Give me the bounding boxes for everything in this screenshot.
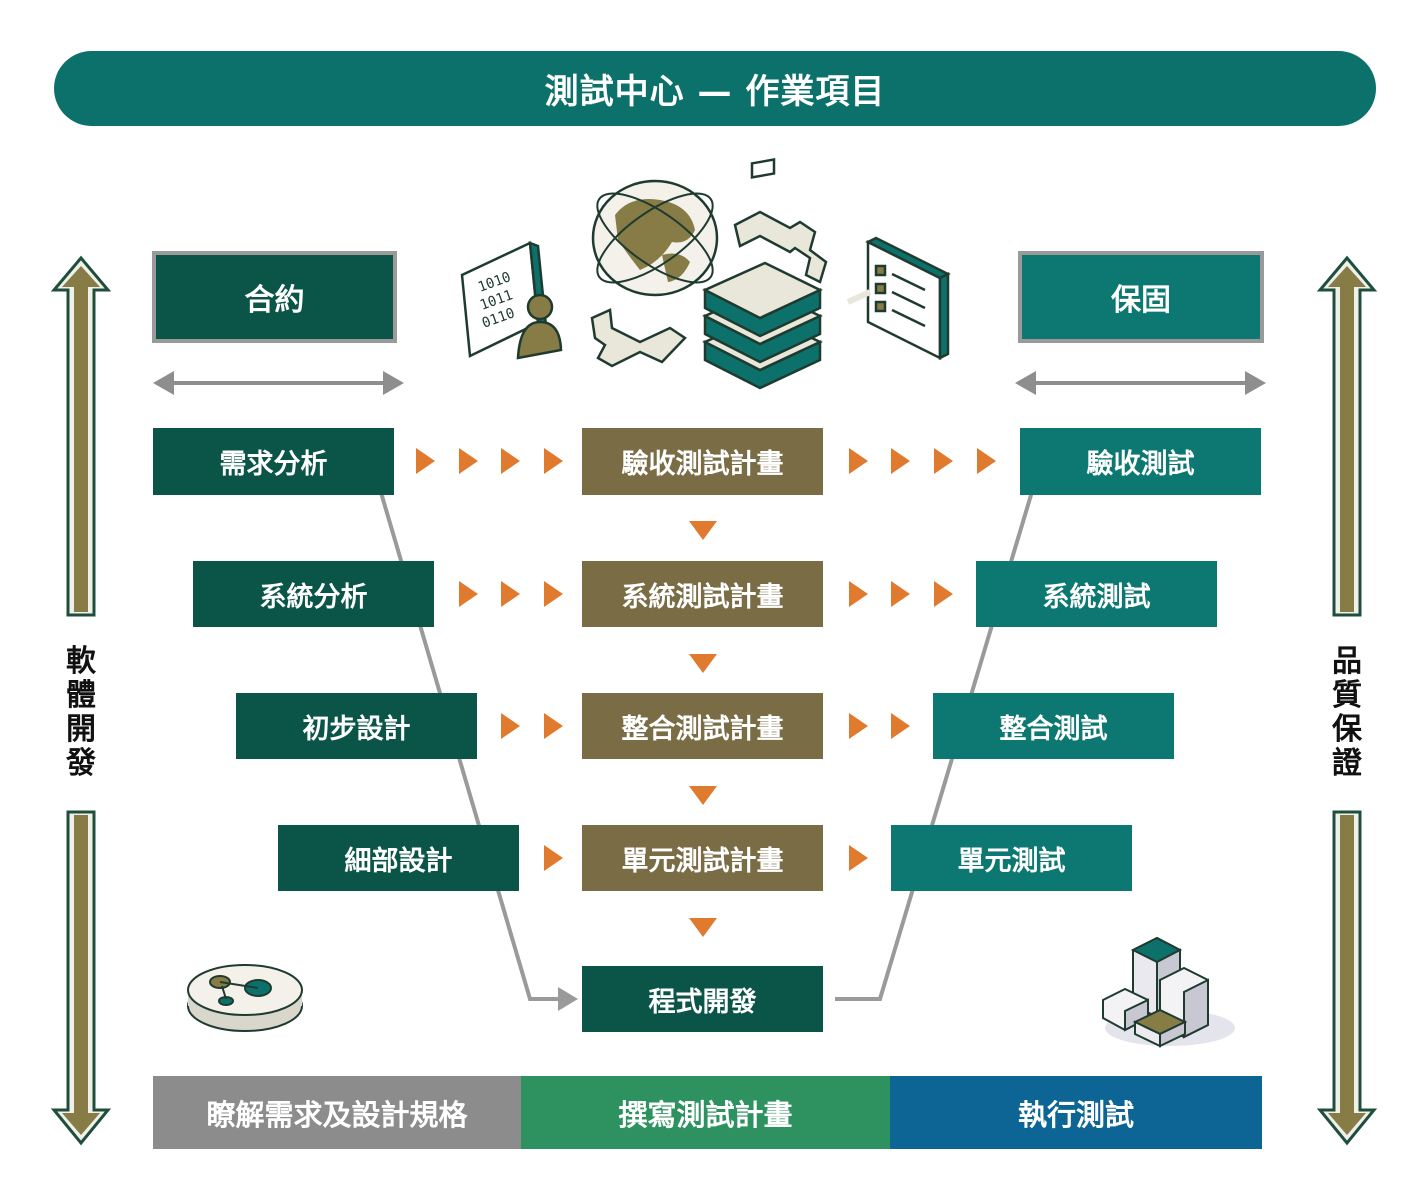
left-down-arrow [50, 810, 112, 1146]
globe-icon [591, 179, 719, 297]
left-side-label: 軟體開發 [66, 644, 96, 781]
plan-step-acceptance: 驗收測試計畫 [582, 428, 823, 495]
coding-step: 程式開發 [582, 966, 823, 1032]
test-step-acceptance: 驗收測試 [1020, 428, 1261, 495]
server-icon [702, 158, 823, 390]
right-up-arrow [1316, 255, 1378, 617]
right-side-label: 品質保證 [1332, 644, 1362, 781]
test-step-integration: 整合測試 [933, 693, 1174, 759]
test-step-unit: 單元測試 [891, 825, 1132, 891]
connector-icon [590, 210, 828, 368]
dev-step-system-analysis: 系統分析 [193, 561, 434, 627]
contract-span-arrow [153, 371, 404, 395]
flow-arrows-row2-left [459, 581, 563, 607]
warranty-span-arrow [1015, 371, 1266, 395]
contract-box: 合約 [152, 251, 397, 343]
right-down-arrow [1316, 810, 1378, 1146]
v-model-line-up [835, 464, 1042, 1001]
flow-arrows-row3-right [849, 713, 910, 739]
left-up-arrow [50, 255, 112, 617]
cubes-icon [1102, 936, 1235, 1048]
v-model-arrowhead-coding [558, 987, 578, 1011]
band-understand-requirements: 瞭解需求及設計規格 [153, 1076, 521, 1149]
flow-arrows-row4 [544, 845, 868, 871]
test-step-system: 系統測試 [976, 561, 1217, 627]
v-model-line-down [370, 461, 562, 1001]
band-write-test-plan: 撰寫測試計畫 [521, 1076, 890, 1149]
flow-arrows-row1-right [849, 448, 996, 474]
band-execute-tests: 執行測試 [890, 1076, 1262, 1149]
checklist-icon [846, 236, 951, 361]
flow-arrows-row2-right [849, 581, 953, 607]
binary-user-icon: 1010 1011 0110 [460, 241, 563, 360]
flow-arrows-row3-left [501, 713, 563, 739]
dev-step-preliminary-design: 初步設計 [236, 693, 477, 759]
plan-down-arrows [689, 521, 717, 937]
network-disc-icon [187, 964, 303, 1032]
page-title: 測試中心 — 作業項目 [54, 51, 1376, 126]
plan-step-unit: 單元測試計畫 [582, 825, 823, 891]
warranty-box: 保固 [1018, 251, 1264, 343]
plan-step-integration: 整合測試計畫 [582, 693, 823, 759]
plan-step-system: 系統測試計畫 [582, 561, 823, 627]
dev-step-requirements: 需求分析 [153, 428, 394, 495]
dev-step-detailed-design: 細部設計 [278, 825, 519, 891]
flow-arrows-row1-left [416, 448, 563, 474]
